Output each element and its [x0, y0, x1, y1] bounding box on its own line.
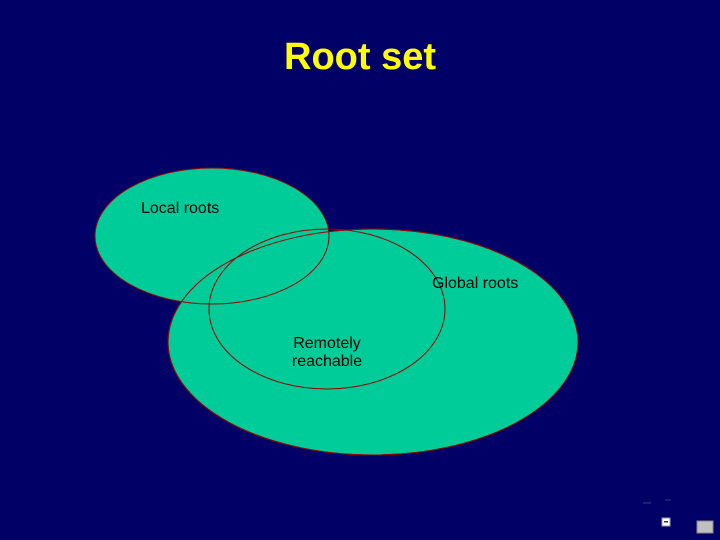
local-roots-label: Local roots — [141, 200, 219, 217]
slide-menu-icon[interactable] — [661, 517, 671, 527]
global-roots-outline — [167, 228, 579, 456]
remotely-reachable-label-line1: Remotely — [293, 335, 361, 352]
remotely-reachable-label-line2: reachable — [292, 353, 362, 370]
slide-nav-icon[interactable] — [643, 499, 671, 504]
slide-title: Root set — [284, 36, 436, 78]
local-roots-ellipse — [94, 167, 330, 305]
global-roots-label: Global roots — [432, 275, 518, 292]
remotely-reachable-ellipse — [208, 228, 446, 390]
slide-sorter-icon[interactable] — [696, 520, 714, 534]
